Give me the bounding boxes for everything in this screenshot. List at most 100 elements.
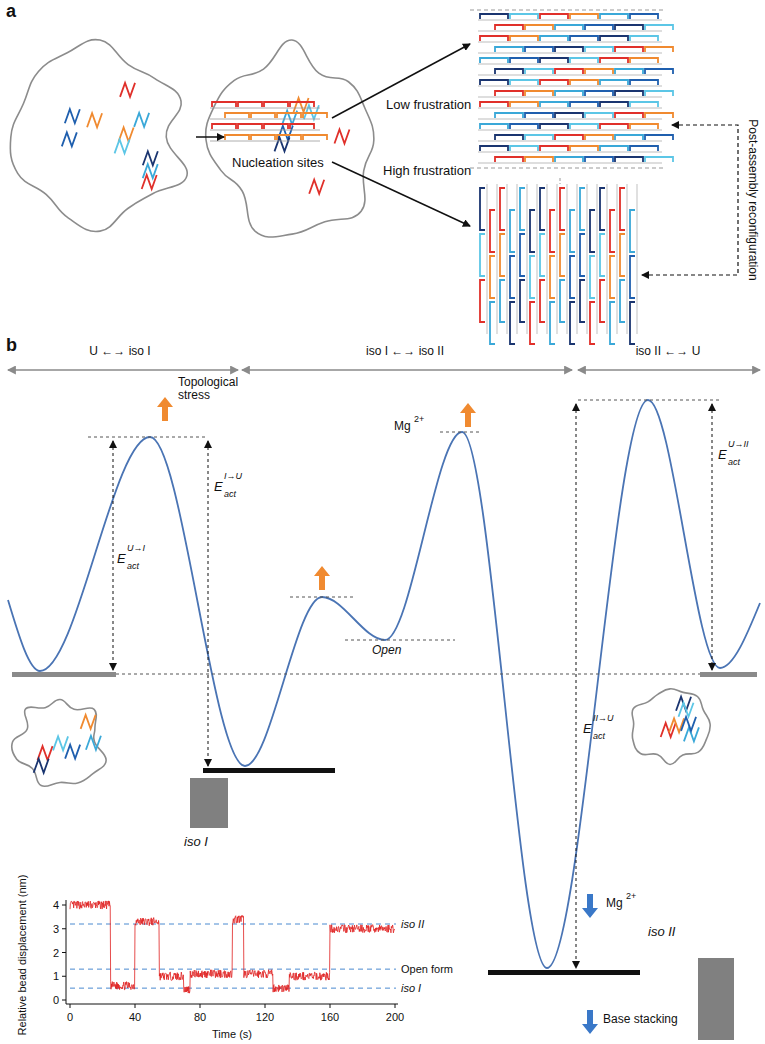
staple [520,188,525,230]
annotation: 0 [53,994,59,1006]
energy-landscape [8,370,760,1034]
block-arrow [460,403,476,427]
staple [540,280,545,322]
line [345,640,455,641]
line [265,1004,266,1008]
line [578,400,722,401]
script-index: act [728,458,740,468]
line [557,184,558,334]
annotation: Mg [606,897,623,910]
unfolded-icon [12,699,107,786]
line [88,437,205,438]
staple [585,69,613,74]
line [478,31,662,32]
staple [495,113,523,118]
staple [290,102,314,107]
staple [590,302,595,344]
staple [480,58,508,63]
staple [610,302,615,344]
staple [540,36,568,41]
staple [600,80,628,85]
staple [510,36,538,41]
staple [620,188,625,230]
annotation: 3 [53,923,59,935]
staple [600,188,605,230]
trace-inset [62,900,398,1008]
annotation: 4 [53,899,59,911]
staple [570,36,598,41]
line [470,10,665,11]
line [330,1004,331,1008]
staple-strand [334,129,349,143]
annotation: 40 [129,1011,141,1023]
staple-strand [115,139,130,153]
staple [590,256,595,298]
staple [610,210,615,252]
state-label: iso II [648,924,675,939]
staple [645,47,673,52]
annotation: Topological stress [178,376,258,402]
line [478,20,662,21]
staple [264,124,288,129]
staple-strand [134,113,149,127]
line [577,184,578,334]
line [210,130,320,131]
staple [212,124,236,129]
line [208,441,209,766]
staple [510,256,515,298]
staple [555,157,583,162]
staple [510,210,515,252]
staple [510,102,538,107]
staple [490,210,495,252]
staple [600,36,628,41]
staple-strand [294,98,309,112]
line [478,130,662,131]
annotation: Mg [394,420,411,433]
line [478,141,662,142]
line [478,53,662,54]
staple [610,256,615,298]
staple [251,135,275,140]
staple [580,280,585,322]
level-bar [700,672,757,677]
staple [500,234,505,276]
staple [520,280,525,322]
staple [500,188,505,230]
staple [238,102,262,107]
staple [555,91,583,96]
annotation: High frustration [383,164,471,178]
line [487,184,488,334]
line [478,64,662,65]
staple [600,124,628,129]
line [395,1004,396,1008]
line [62,976,66,977]
staple [490,256,495,298]
script-index: 2+ [626,892,636,902]
staple [570,124,598,129]
staple [645,113,673,118]
staple [585,113,613,118]
annotation: Relative bead displacement (nm) [16,875,28,1036]
staple [525,157,553,162]
staple [570,102,598,107]
block-arrow [314,566,330,590]
line [70,924,396,925]
staple [525,91,553,96]
staple [480,36,508,41]
level-bar [12,672,116,677]
staple [630,124,658,129]
annotation: 2 [53,946,59,958]
staple [525,47,553,52]
staple [495,25,523,30]
annotation: 1 [53,970,59,982]
staple [510,14,538,19]
staple [630,146,658,151]
line [210,119,320,120]
unfolded-mixture [10,40,187,232]
line [712,404,713,670]
staple [480,124,508,129]
staple [264,102,288,107]
staple [600,102,628,107]
low-frustration-lattice [470,10,673,168]
line [62,952,66,953]
